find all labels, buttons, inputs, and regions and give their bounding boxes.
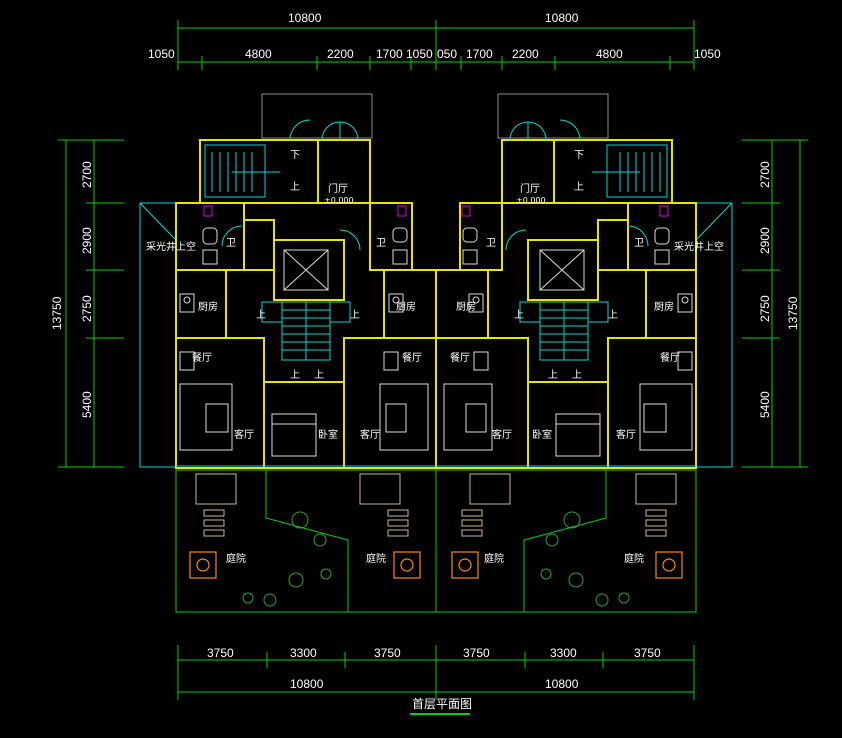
label-foyer-left: 门厅 <box>328 182 348 195</box>
dim-bottom-5: 3300 <box>550 646 577 660</box>
dim-left-4: 5400 <box>80 391 94 418</box>
dim-top-8: 2200 <box>512 47 539 61</box>
label-stair-down-1: 下 <box>290 150 300 161</box>
label-stair-down-2: 下 <box>574 150 584 161</box>
beds <box>271 413 601 457</box>
label-living-3: 客厅 <box>492 428 512 441</box>
label-courtyard-2: 庭院 <box>366 552 386 565</box>
dining-tables <box>179 351 693 371</box>
dim-top-total-left: 10800 <box>288 11 322 25</box>
label-stair-up-9: 上 <box>548 369 558 381</box>
dim-bottom-total-right: 10800 <box>545 677 579 691</box>
page-title: 首层平面图 <box>412 697 472 711</box>
label-bath-2: 卫 <box>376 238 386 249</box>
label-living-4: 客厅 <box>616 428 636 441</box>
bathroom-fixtures <box>202 205 670 265</box>
central-stairs <box>261 301 609 361</box>
label-foyer-right: 门厅 <box>520 182 540 195</box>
dim-top-9: 4800 <box>596 47 623 61</box>
dim-bottom-total-left: 10800 <box>290 677 324 691</box>
label-living-2: 客厅 <box>360 428 380 441</box>
dim-top-1: 1050 <box>148 47 175 61</box>
label-stair-up-5: 上 <box>290 369 300 381</box>
top-dimensions: 10800 10800 1050 4800 2200 1700 1050 050… <box>148 11 721 70</box>
dim-right-total: 13750 <box>786 296 800 330</box>
label-bath-3: 卫 <box>486 238 496 249</box>
label-dining-3: 餐厅 <box>450 351 470 364</box>
elevators <box>283 249 585 291</box>
entry-canopies <box>261 93 609 139</box>
label-bath-1: 卫 <box>226 238 236 249</box>
courtyard-tables <box>189 551 683 579</box>
label-elevation-right: ±0.000 <box>516 196 546 205</box>
label-bedroom-left: 卧室 <box>318 428 338 441</box>
label-light-well-right: 采光井上空 <box>674 240 724 253</box>
courtyard-plants <box>242 511 630 607</box>
dim-right-3: 2750 <box>758 295 772 322</box>
label-kitchen-3: 厨房 <box>456 300 476 313</box>
label-elevation-left: ±0.000 <box>324 196 354 205</box>
left-unit-walls <box>175 139 437 469</box>
dim-top-6: 050 <box>437 47 457 61</box>
drawing-title: 首层平面图 <box>410 697 472 715</box>
dim-bottom-6: 3750 <box>634 646 661 660</box>
dim-top-10: 1050 <box>694 47 721 61</box>
label-living-1: 客厅 <box>234 428 254 441</box>
label-kitchen-2: 厨房 <box>396 300 416 313</box>
label-stair-up-1: 上 <box>290 181 300 193</box>
light-well-outlines <box>139 202 733 468</box>
living-furniture <box>179 383 693 451</box>
dim-top-4: 1700 <box>376 47 403 61</box>
label-stair-up-3: 上 <box>256 309 266 321</box>
label-stair-up-10: 上 <box>572 369 582 381</box>
label-dining-1: 餐厅 <box>192 351 212 364</box>
label-dining-4: 餐厅 <box>660 351 680 364</box>
dim-bottom-2: 3300 <box>290 646 317 660</box>
label-courtyard-4: 庭院 <box>624 552 644 565</box>
dim-left-1: 2700 <box>80 161 94 188</box>
label-light-well-left: 采光井上空 <box>146 240 196 253</box>
label-kitchen-1: 厨房 <box>198 300 218 313</box>
dim-right-2: 2900 <box>758 227 772 254</box>
dim-top-3: 2200 <box>327 47 354 61</box>
top-stairs <box>204 144 668 198</box>
label-stair-up-2: 上 <box>574 181 584 193</box>
dim-top-total-right: 10800 <box>545 11 579 25</box>
room-labels: 门厅 ±0.000 门厅 ±0.000 采光井上空 采光井上空 卫 卫 卫 卫 … <box>146 150 724 565</box>
left-dimensions: 2700 2900 2750 5400 13750 <box>50 139 124 468</box>
courtyards <box>175 469 697 613</box>
dim-left-total: 13750 <box>50 296 64 330</box>
dim-top-7: 1700 <box>466 47 493 61</box>
entry-doors <box>221 119 649 251</box>
label-kitchen-4: 厨房 <box>654 300 674 313</box>
right-unit-walls <box>435 139 697 469</box>
label-stair-up-7: 上 <box>514 309 524 321</box>
label-courtyard-3: 庭院 <box>484 552 504 565</box>
label-bath-4: 卫 <box>634 238 644 249</box>
dim-bottom-1: 3750 <box>207 646 234 660</box>
label-stair-up-8: 上 <box>608 309 618 321</box>
label-stair-up-4: 上 <box>350 309 360 321</box>
label-courtyard-1: 庭院 <box>226 552 246 565</box>
dim-left-3: 2750 <box>80 295 94 322</box>
dim-right-1: 2700 <box>758 161 772 188</box>
right-dimensions: 2700 2900 2750 5400 13750 <box>742 139 808 468</box>
label-dining-2: 餐厅 <box>402 351 422 364</box>
label-stair-up-6: 上 <box>314 369 324 381</box>
dim-top-5: 1050 <box>406 47 433 61</box>
dim-left-2: 2900 <box>80 227 94 254</box>
bottom-dimensions: 3750 3300 3750 3750 3300 3750 10800 1080… <box>177 645 695 700</box>
dim-top-2: 4800 <box>245 47 272 61</box>
dim-right-4: 5400 <box>758 391 772 418</box>
kitchen-fixtures <box>179 293 693 313</box>
label-bedroom-right: 卧室 <box>532 428 552 441</box>
dim-bottom-3: 3750 <box>374 646 401 660</box>
dim-bottom-4: 3750 <box>463 646 490 660</box>
